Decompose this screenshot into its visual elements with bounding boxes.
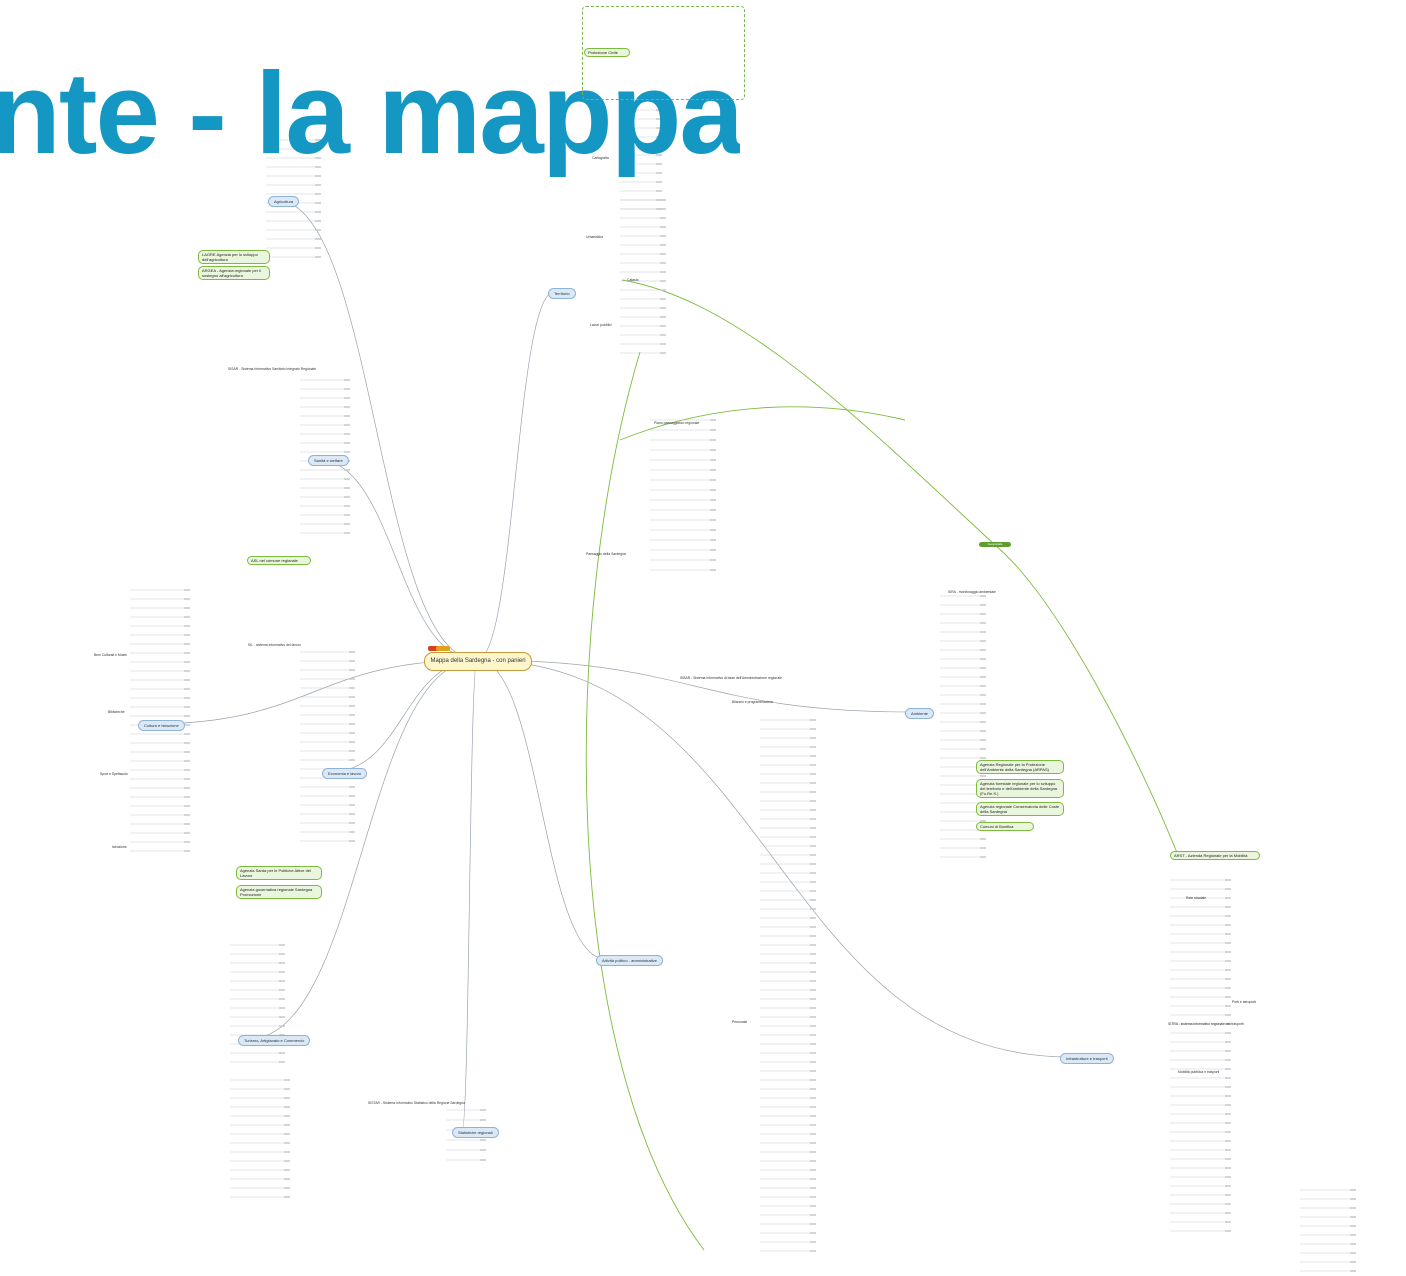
leaf-beni-culturali: Beni Culturali e Musei — [94, 653, 127, 657]
connector-curve — [476, 659, 607, 960]
leaf-personale: Personale — [732, 1020, 748, 1024]
note-aspal[interactable]: Agenzia Sarda per le Politiche Attive de… — [236, 866, 322, 880]
leaf-cartografia: Cartografia — [592, 156, 609, 160]
green-connector — [585, 351, 705, 1251]
branch-agricoltura[interactable]: Agricoltura — [268, 196, 300, 207]
leaf-sil: SIL - sistema informativo del lavoro — [248, 643, 301, 647]
note-sardegna-promozione[interactable]: Agenzia governativa regionale Sardegna P… — [236, 885, 322, 899]
connector-curve — [329, 659, 478, 773]
central-topic[interactable]: Mappa della Sardegna - con panieri — [424, 652, 532, 671]
connector-curve — [275, 199, 478, 661]
leaf-sisar: SISAR - Sistema Informativo Sanitario In… — [228, 367, 317, 371]
note-conservatoria[interactable]: Agenzia regionale Conservatoria delle Co… — [976, 802, 1064, 816]
leaf-sistar: SISTAR - Sistema Informativo Statistico … — [368, 1101, 465, 1105]
green-connector — [619, 406, 906, 441]
leaf-ptr: Piano paesaggistico regionale — [654, 421, 700, 425]
leaf-istruzione: Istruzione — [112, 845, 127, 849]
note-arpas[interactable]: Agenzia Regionale per la Protezione dell… — [976, 760, 1064, 774]
connector-curve — [476, 659, 1071, 1058]
note-arst[interactable]: ARST - Azienda Regionale per la Mobilità — [1170, 851, 1260, 860]
branch-attivita[interactable]: Attività politico - amministrative — [596, 955, 663, 966]
branch-sanita[interactable]: Sanità e welfare — [308, 455, 349, 466]
connector-curve — [247, 659, 478, 1040]
dashed-group-protezione-civile — [582, 6, 745, 100]
slide-title: nte - la mappa — [0, 48, 740, 178]
note-protezione-civile[interactable]: Protezione Civile — [584, 48, 630, 57]
leaf-catasto: Catasto — [627, 278, 639, 282]
leaf-bilancio: Bilancio e programmazione — [732, 700, 774, 704]
branch-cultura[interactable]: Cultura e Istruzione — [138, 720, 185, 731]
leaf-paesaggio: Paesaggio della Sardegna — [586, 552, 626, 556]
branch-turismo[interactable]: Turismo, Artigianato e Commercio — [238, 1035, 311, 1046]
geoportale-badge[interactable]: Geoportale — [979, 542, 1011, 547]
leaf-urbanistica: Urbanistica — [586, 235, 603, 239]
leaf-sitra: SITRA - sistema informativo regionale de… — [1168, 1022, 1244, 1026]
branch-territorio[interactable]: Territorio — [548, 288, 576, 299]
connector-curve — [476, 291, 555, 661]
note-foreste[interactable]: Agenzia forestale regionale per lo svilu… — [976, 779, 1064, 798]
leaf-biblioteche: Biblioteche — [108, 710, 125, 714]
leaf-sibar: SIBAR - Sistema Informativo di base dell… — [680, 676, 782, 680]
leaf-mobilita-pubblica: Mobilità pubblica e trasporti — [1178, 1070, 1220, 1074]
connector-curve — [461, 659, 478, 1132]
note-argea[interactable]: ARGEA - Agenzia regionale per il sostegn… — [198, 266, 270, 280]
note-asl[interactable]: ASL nel comune regionale — [247, 556, 311, 565]
leaf-lavori-pubblici: Lavori pubblici — [590, 323, 612, 327]
connector-curve — [476, 659, 913, 713]
note-laore[interactable]: LAORE Agenzia per lo sviluppo dell'agric… — [198, 250, 270, 264]
branch-infrastrutture[interactable]: Infrastrutture e trasporti — [1060, 1053, 1114, 1064]
branch-economia[interactable]: Economia e lavoro — [322, 768, 368, 779]
connector-curve — [149, 659, 478, 725]
branch-statistiche[interactable]: Statistiche regionali — [452, 1127, 499, 1138]
connector-curve — [315, 458, 478, 661]
center-tag-orange — [436, 646, 450, 651]
leaf-sira: SIRA - monitoraggio ambientale — [948, 590, 996, 594]
branch-ambiente[interactable]: Ambiente — [905, 708, 934, 719]
note-bonifica[interactable]: Comuni di Bonifica — [976, 822, 1034, 831]
leaf-sport: Sport e Spettacolo — [100, 772, 128, 776]
leaf-rete-stradale: Rete stradale — [1186, 896, 1207, 900]
leaf-porti: Porti e aeroporti — [1232, 1000, 1257, 1004]
